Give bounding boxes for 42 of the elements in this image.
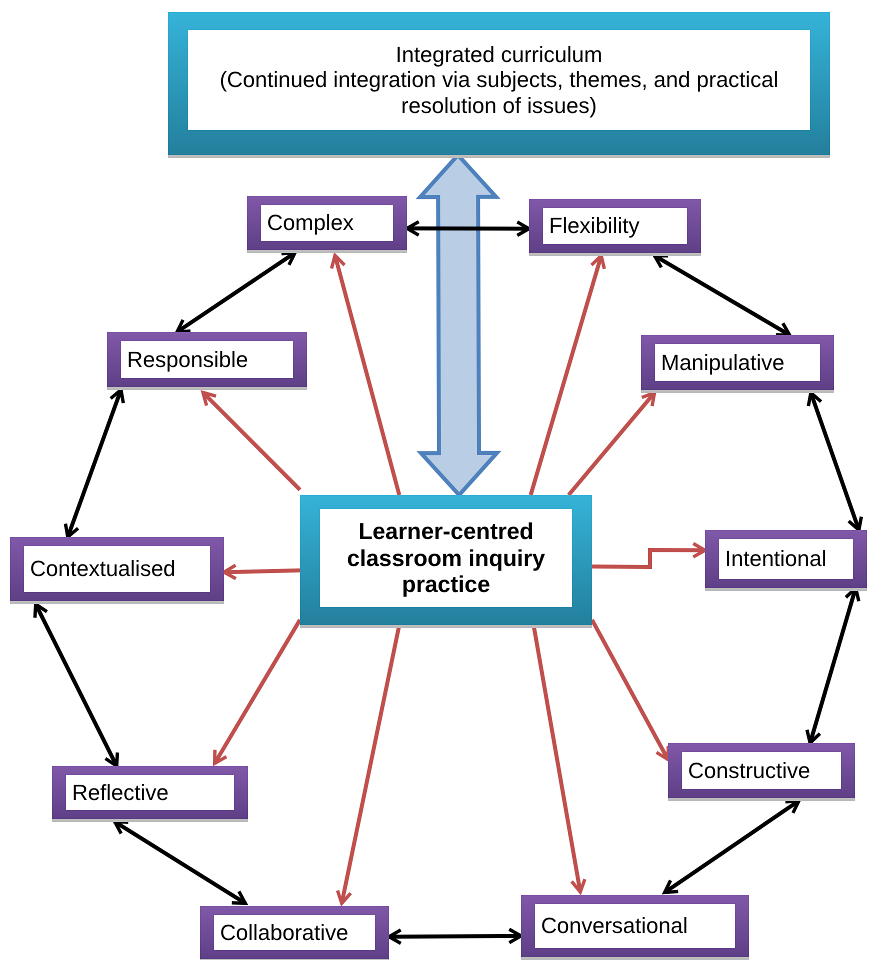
arrow: [590, 618, 670, 762]
double-arrow: [806, 391, 864, 532]
concept-box: [641, 335, 834, 390]
concept-box: [52, 766, 248, 819]
concept-label: Responsible: [127, 346, 248, 372]
concept-label: Constructive: [688, 758, 810, 784]
arrow: [330, 254, 402, 496]
double-arrow: [387, 928, 523, 946]
description: (Continued integration via subjects, themes, and practical resolution of issues): [218, 67, 780, 118]
concept-box: [200, 906, 389, 959]
concept-label: Contextualised: [30, 556, 176, 582]
concept-box: [10, 537, 224, 601]
concept-label: Intentional: [725, 546, 827, 572]
concept-label: Flexibility: [549, 213, 640, 239]
heading: Integrated curriculum: [396, 42, 602, 68]
double-arrow: [33, 602, 120, 768]
concept-label: Complex: [267, 210, 354, 236]
concept-box: [521, 895, 749, 957]
double-arrow: [662, 799, 801, 894]
double-arrow: [652, 254, 792, 337]
center-box: [300, 495, 592, 625]
concept-box: [705, 530, 867, 588]
double-arrow: [64, 388, 125, 539]
double-arrow: [405, 220, 531, 238]
double-arrow: [175, 251, 297, 334]
concept-label: Manipulative: [661, 350, 785, 376]
concept-label: Reflective: [72, 780, 169, 806]
concept-box: [107, 332, 307, 387]
concept-box: [529, 199, 701, 253]
double-arrow: [113, 820, 248, 906]
curriculum-box: [168, 12, 830, 155]
arrow: [592, 542, 707, 570]
arrow: [212, 618, 302, 766]
concept-box: [247, 196, 407, 250]
arrow: [201, 390, 302, 492]
concept-box: [668, 743, 855, 798]
concept-label: Collaborative: [220, 920, 348, 946]
arrow: [222, 564, 300, 580]
concept-label: Conversational: [541, 913, 688, 939]
concept-label: Learner-centred classroom inquiry practice: [346, 518, 546, 598]
arrow: [567, 391, 656, 496]
arrow: [528, 254, 606, 496]
